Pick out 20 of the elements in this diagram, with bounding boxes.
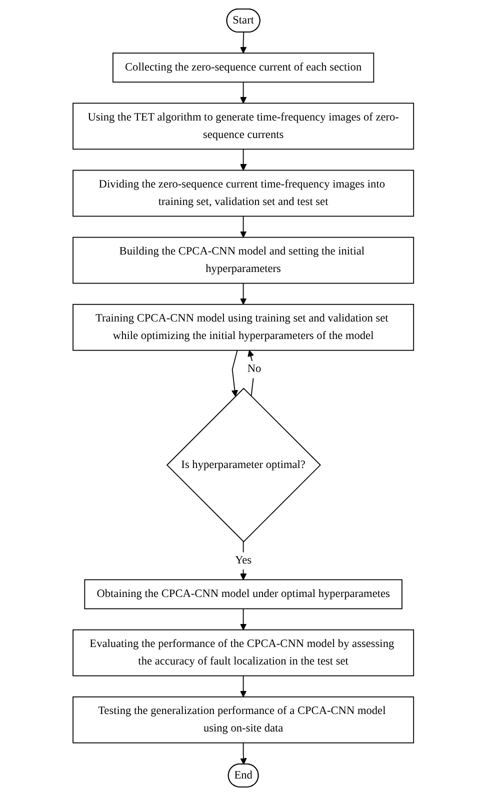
arrow bbox=[240, 282, 246, 305]
arrow bbox=[240, 82, 246, 104]
arrow bbox=[240, 32, 246, 54]
node-box: Obtaining the CPCA-CNN model under optimal hyperparametes bbox=[84, 579, 402, 610]
node-diamond: Is hyperparameter optimal? bbox=[166, 388, 321, 542]
arrow bbox=[240, 675, 246, 698]
node-box: Using the TET algorithm to generate time-frequency images of zero-sequence currents bbox=[72, 102, 414, 150]
node-box: Evaluating the performance of the CPCA-CNN model by assessing the accuracy of fault localization in the test set bbox=[72, 629, 414, 676]
arrow bbox=[240, 148, 246, 171]
arrow bbox=[231, 350, 238, 397]
node-box: Collecting the zero-sequence current of each section bbox=[112, 52, 374, 83]
arrow bbox=[240, 742, 246, 765]
node-box: Training CPCA-CNN model using training set and validation set while optimizing the initial hyperparameters of the model bbox=[72, 304, 414, 351]
edge-label: Yes bbox=[234, 554, 252, 567]
arrow bbox=[240, 216, 246, 238]
node-box: Dividing the zero-sequence current time-frequency images into training set, validation set and test set bbox=[72, 170, 414, 217]
edge-label: No bbox=[247, 363, 261, 376]
node-box: Building the CPCA-CNN model and setting the initial hyperparameters bbox=[72, 236, 414, 284]
node-box: Testing the generalization performance of a CPCA-CNN model using on-site data bbox=[72, 696, 414, 744]
arrow bbox=[240, 608, 246, 630]
